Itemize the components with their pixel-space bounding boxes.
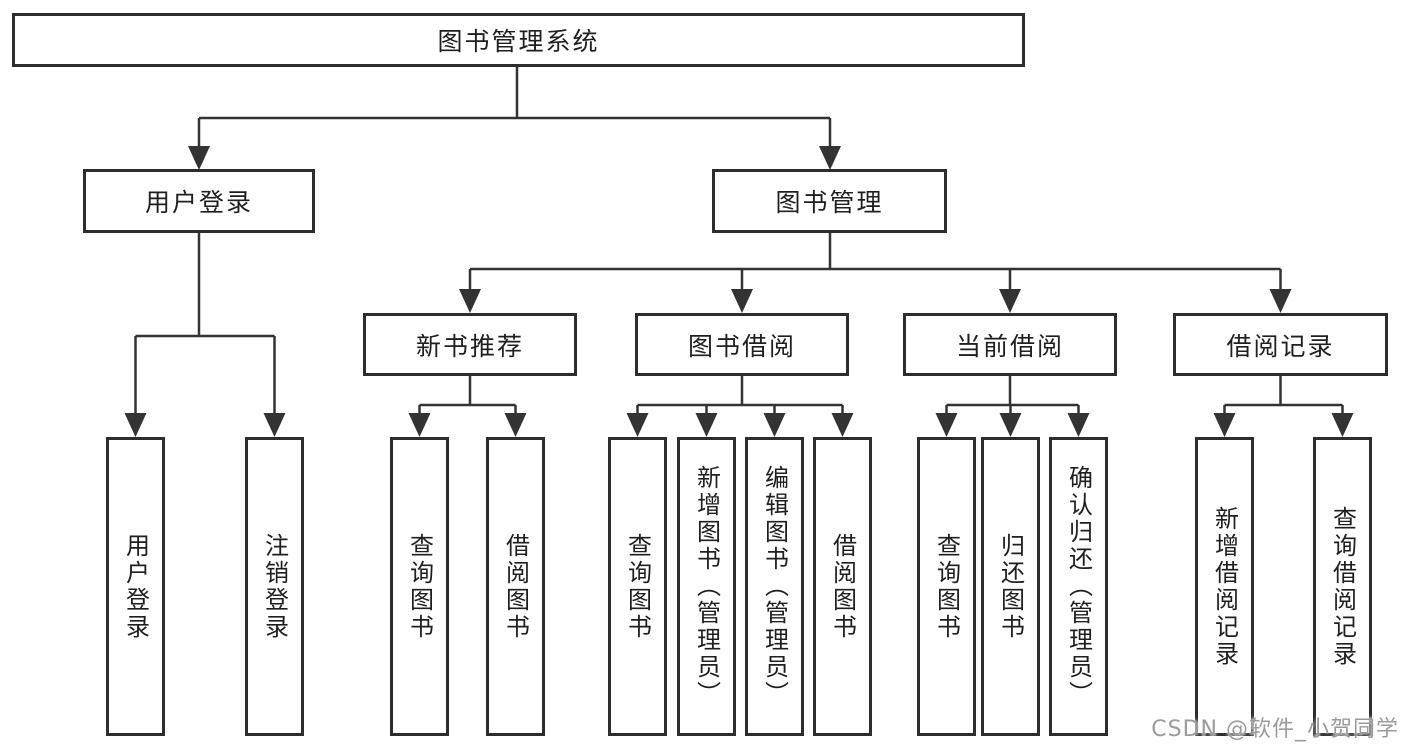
node-current-borrow: 当前借阅 (903, 313, 1117, 376)
leaf-rec-borrow-books: 借阅图书 (486, 437, 545, 736)
connector-user-login-arrowhead-icon (124, 413, 286, 437)
connector-book-mgmt-arrowhead-icon (459, 289, 1292, 313)
connector-book-mgmt-lines (468, 233, 1282, 307)
node-book-borrow: 图书借阅 (635, 313, 849, 376)
connector-borrow-records-lines (1223, 376, 1344, 431)
connector-borrow-records (1213, 376, 1354, 437)
leaf-bb-edit-books-admin: 编辑图书（管理员） (745, 437, 804, 736)
connector-user-login-lines (134, 233, 276, 431)
connector-book-borrow-arrowhead-icon (626, 413, 854, 437)
connector-current-borrow-arrowhead-icon (935, 413, 1090, 437)
node-root: 图书管理系统 (12, 13, 1025, 67)
csdn-watermark: CSDN @软件_小贺同学 (1151, 717, 1399, 742)
connector-book-borrow-lines (636, 376, 844, 431)
leaf-cb-query-books: 查询图书 (917, 437, 976, 736)
leaf-br-add-record: 新增借阅记录 (1195, 437, 1254, 736)
leaf-bb-query-books: 查询图书 (608, 437, 667, 736)
connector-borrow-records-arrowhead-icon (1213, 413, 1354, 437)
leaf-bb-borrow-books: 借阅图书 (813, 437, 872, 736)
connector-root-lines (197, 67, 832, 164)
connector-user-login (124, 233, 286, 437)
connector-new-book-rec (408, 376, 527, 437)
connector-root (188, 67, 841, 170)
node-new-book-rec: 新书推荐 (363, 313, 577, 376)
leaf-user-login: 用户登录 (106, 437, 165, 736)
connector-new-book-rec-arrowhead-icon (408, 413, 527, 437)
node-user-login: 用户登录 (83, 169, 315, 233)
node-book-mgmt: 图书管理 (712, 169, 947, 233)
connector-root-arrowhead-icon (188, 146, 841, 170)
connector-book-mgmt (459, 233, 1292, 313)
leaf-br-query-record: 查询借阅记录 (1313, 437, 1372, 736)
node-borrow-records: 借阅记录 (1173, 313, 1388, 376)
connector-current-borrow-lines (945, 376, 1080, 431)
leaf-cb-return-books: 归还图书 (981, 437, 1040, 736)
connector-book-borrow (626, 376, 854, 437)
leaf-logout: 注销登录 (245, 437, 304, 736)
connector-current-borrow (935, 376, 1090, 437)
leaf-rec-query-books: 查询图书 (390, 437, 449, 736)
leaf-bb-add-books-admin: 新增图书（管理员） (677, 437, 736, 736)
leaf-cb-confirm-return-admin: 确认归还（管理员） (1049, 437, 1108, 736)
connector-new-book-rec-lines (418, 376, 517, 431)
